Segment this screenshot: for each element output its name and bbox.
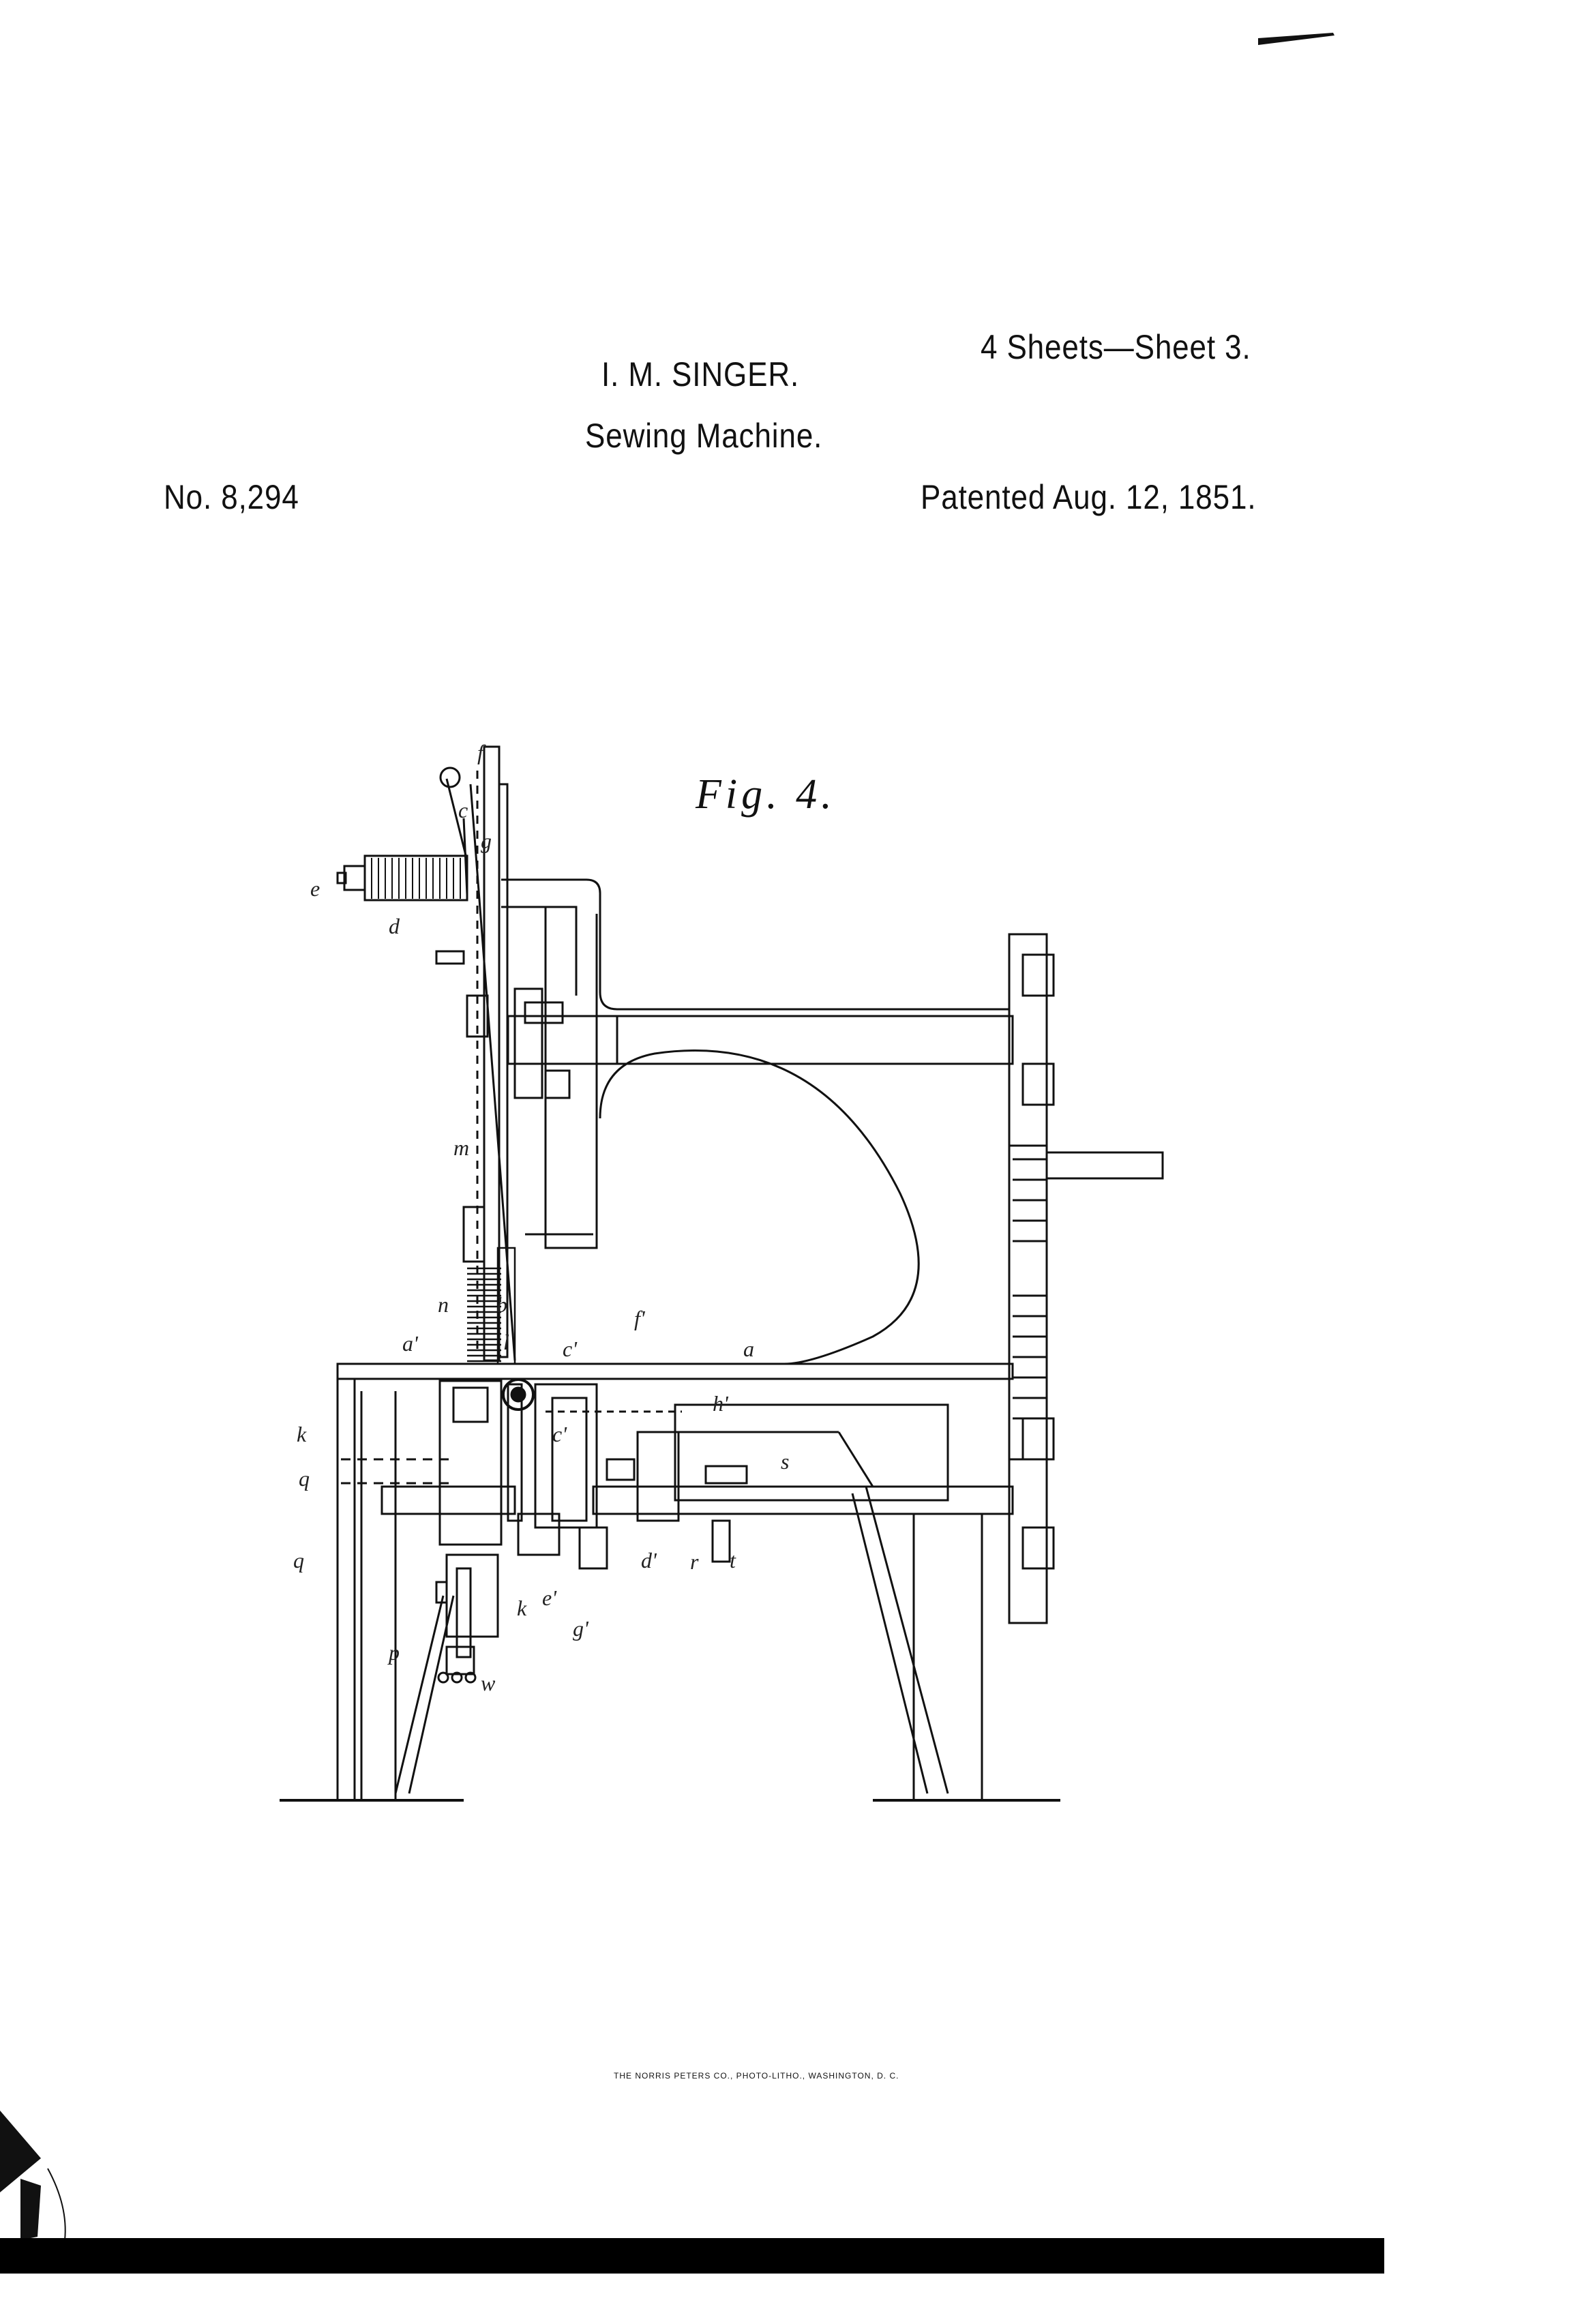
part-label-p: p — [389, 1640, 400, 1665]
spool-icon — [338, 768, 467, 900]
part-label-k1: k — [297, 1422, 306, 1447]
part-label-c-prime: c' — [563, 1337, 577, 1362]
part-label-a: a — [743, 1337, 754, 1362]
part-label-d-prime: d' — [641, 1548, 657, 1573]
part-label-e-prime: e' — [542, 1585, 556, 1611]
part-label-f: f — [477, 740, 483, 765]
frame-legs — [280, 1391, 1060, 1800]
part-label-g: g — [481, 829, 492, 854]
part-label-q2: q — [293, 1548, 304, 1573]
part-label-c-prime2: c' — [552, 1422, 567, 1447]
part-label-w: w — [481, 1671, 495, 1696]
part-label-b: b — [496, 1292, 507, 1317]
upper-arm — [501, 880, 1013, 1364]
part-label-h-prime: h' — [713, 1391, 728, 1416]
part-label-f-prime: f' — [634, 1306, 645, 1331]
part-label-m: m — [453, 1135, 469, 1161]
gear-housing — [1009, 934, 1163, 1623]
part-label-r: r — [690, 1549, 698, 1575]
part-label-s: s — [781, 1449, 789, 1474]
printer-imprint: THE NORRIS PETERS CO., PHOTO-LITHO., WAS… — [614, 2071, 899, 2081]
part-label-k2: k — [517, 1596, 526, 1621]
part-label-q1: q — [299, 1466, 310, 1491]
part-label-g-prime: g' — [573, 1616, 588, 1641]
part-label-a-prime: a' — [402, 1331, 418, 1356]
part-label-d: d — [389, 914, 400, 939]
part-label-e: e — [310, 876, 320, 902]
part-label-l: l — [503, 1330, 509, 1355]
scan-edge-bar — [0, 2238, 1384, 2274]
part-label-n: n — [438, 1292, 449, 1317]
needle-bar — [436, 747, 569, 1360]
lower-mechanism — [341, 1380, 1391, 1682]
part-label-t: t — [730, 1548, 736, 1573]
part-label-c: c — [458, 798, 468, 823]
